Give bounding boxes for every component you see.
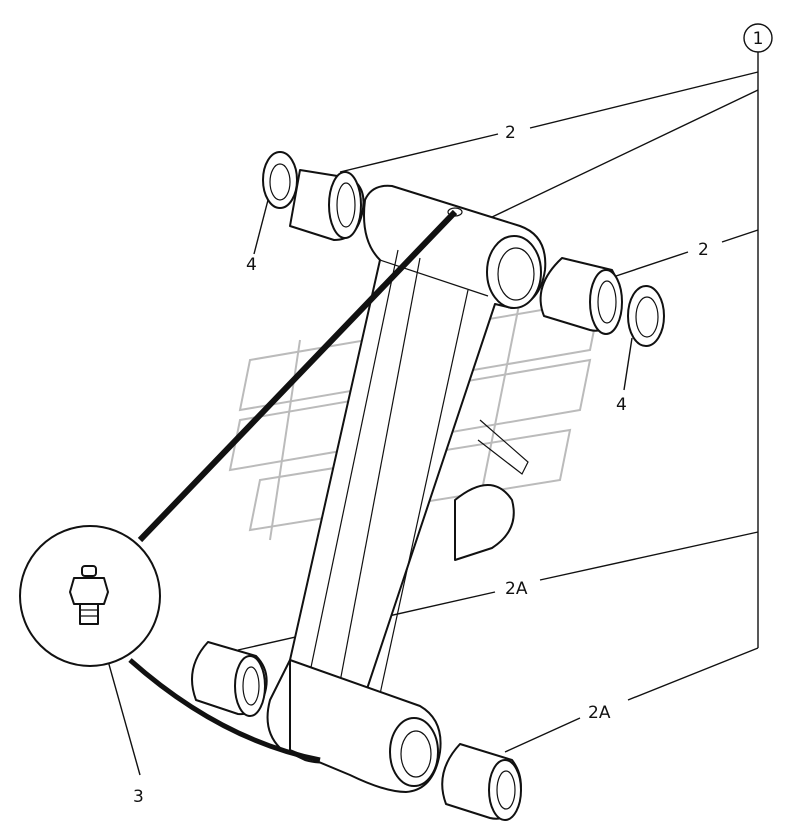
label-4-right: 4 [616, 395, 627, 415]
callout-1-label: 1 [753, 29, 764, 49]
bushing-upper-right [539, 257, 623, 335]
callout-1-leaders [489, 52, 759, 701]
bushing-lower-2A [441, 743, 522, 821]
grease-fitting-icon [69, 565, 109, 625]
label-2A-middle: 2A [505, 579, 528, 599]
label-2-upper-right: 2 [698, 240, 709, 260]
callout-1: 1 [743, 23, 773, 53]
label-4-left: 4 [246, 255, 257, 275]
label-3: 3 [133, 787, 144, 807]
seal-upper-left [262, 151, 298, 209]
label-2-upper-left: 2 [505, 123, 516, 143]
seal-upper-right [627, 285, 665, 347]
link-arm [266, 184, 547, 793]
bushing-upper-left [289, 169, 365, 241]
bushing-middle-2A [191, 641, 268, 717]
detail-circle [19, 525, 161, 667]
label-2A-lower: 2A [588, 703, 611, 723]
grease-line [128, 209, 458, 763]
